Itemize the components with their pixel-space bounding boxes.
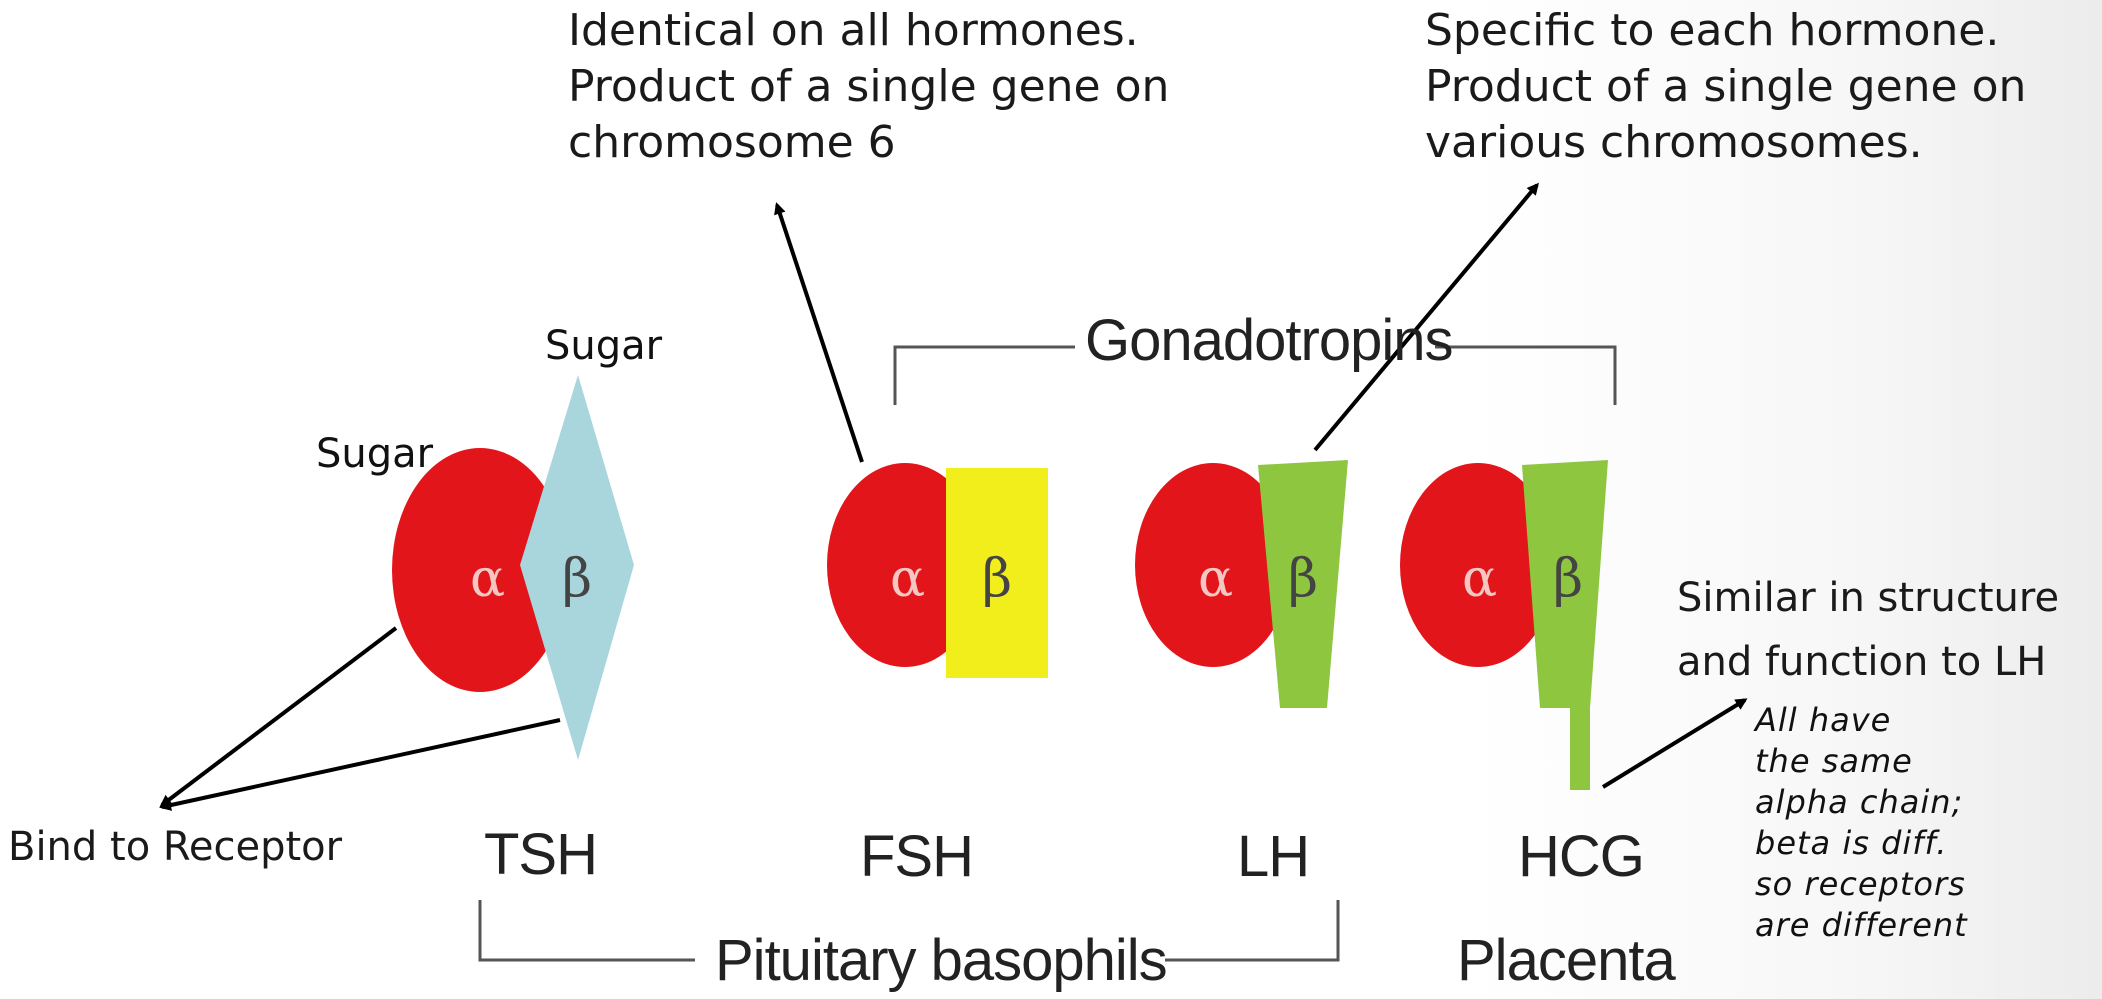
handwritten-line-6: are different	[1755, 906, 1968, 944]
lh-molecule	[1135, 460, 1348, 708]
gonadotropins-bracket	[893, 345, 1617, 405]
alpha-note-line-1: Identical on all hormones.	[568, 5, 1139, 56]
beta-note-arrow	[1313, 182, 1539, 452]
lh-name: LH	[1237, 824, 1310, 889]
sugar-left-label: Sugar	[316, 431, 434, 477]
hcg-note-line-2: and function to LH	[1677, 639, 2047, 685]
tsh-alpha-label: α	[470, 549, 506, 609]
gonadotropins-label: Gonadotropins	[1085, 308, 1453, 373]
handwritten-line-3: alpha chain;	[1755, 783, 1964, 821]
lh-beta-subunit	[1258, 460, 1348, 708]
tsh-beta-subunit	[520, 375, 634, 760]
tsh-alpha-subunit	[392, 448, 568, 692]
hcg-beta-subunit	[1522, 460, 1608, 790]
sugar-top-label: Sugar	[545, 323, 663, 369]
fsh-molecule	[827, 463, 1048, 678]
alpha-note-line-3: chromosome 6	[568, 117, 896, 168]
handwritten-line-5: so receptors	[1755, 865, 1966, 903]
receptor-arrow-alpha	[159, 626, 398, 807]
hcg-note-arrow	[1601, 698, 1748, 789]
hcg-beta-label: β	[1553, 549, 1584, 609]
beta-note-line-2: Product of a single gene on	[1425, 61, 2027, 112]
lh-alpha-label: α	[1198, 549, 1234, 609]
alpha-note-line-2: Product of a single gene on	[568, 61, 1170, 112]
receptor-arrow-beta	[159, 718, 561, 811]
hcg-name: HCG	[1518, 824, 1645, 889]
tsh-beta-label: β	[562, 549, 593, 609]
placenta-label: Placenta	[1457, 928, 1676, 993]
handwritten-line-2: the same	[1755, 742, 1913, 780]
lh-beta-label: β	[1288, 549, 1319, 609]
hcg-molecule	[1400, 460, 1608, 790]
beta-note-line-1: Specific to each hormone.	[1425, 5, 2000, 56]
hcg-alpha-label: α	[1462, 549, 1498, 609]
handwritten-line-1: All have	[1755, 701, 1892, 739]
tsh-name: TSH	[484, 822, 598, 887]
fsh-alpha-subunit	[827, 463, 983, 667]
fsh-name: FSH	[860, 824, 974, 889]
pituitary-label: Pituitary basophils	[715, 928, 1168, 993]
handwritten-line-4: beta is diff.	[1755, 824, 1948, 862]
fsh-beta-subunit	[946, 468, 1048, 678]
alpha-note-arrow	[774, 202, 864, 463]
pituitary-bracket	[478, 900, 1340, 962]
lh-alpha-subunit	[1135, 463, 1291, 667]
beta-note-line-3: various chromosomes.	[1425, 117, 1923, 168]
hcg-note-line-1: Similar in structure	[1677, 575, 2060, 621]
fsh-alpha-label: α	[890, 549, 926, 609]
fsh-beta-label: β	[982, 549, 1013, 609]
hcg-alpha-subunit	[1400, 463, 1556, 667]
receptor-label: Bind to Receptor	[8, 824, 343, 870]
tsh-molecule	[392, 375, 634, 760]
